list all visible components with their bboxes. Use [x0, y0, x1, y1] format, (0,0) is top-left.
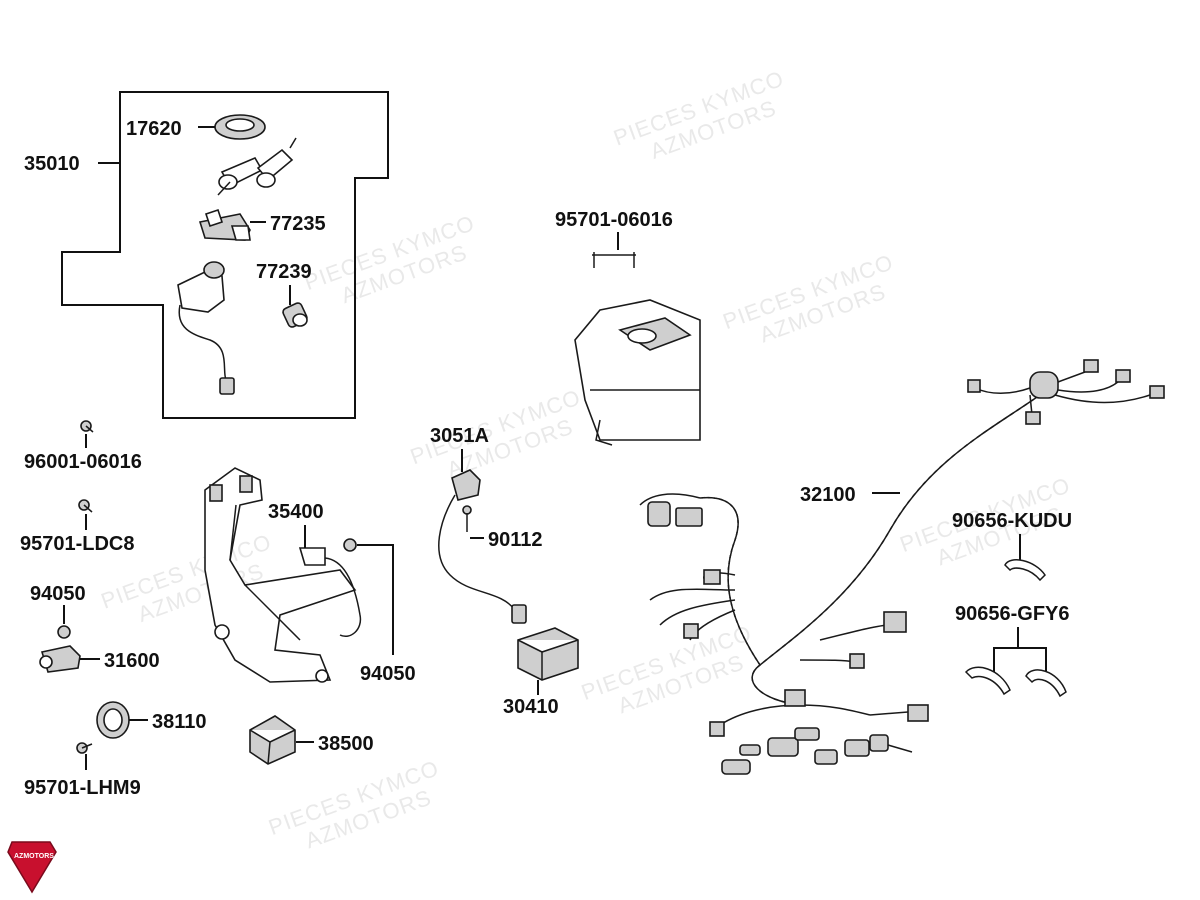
leader-line	[1018, 647, 1047, 672]
bolt-95701-ldc8-part	[78, 499, 93, 513]
part-label-94050-center: 94050	[360, 663, 416, 685]
part-label-95701-ldc8: 95701-LDC8	[20, 533, 135, 555]
leader-line	[357, 544, 394, 655]
bracket-35400-part	[298, 547, 326, 566]
leader-line	[993, 627, 1019, 672]
frame-bracket-part	[204, 467, 357, 683]
lock-bracket-part	[198, 208, 251, 241]
cable-band-gfy6-part	[964, 666, 1011, 696]
wire	[324, 557, 362, 637]
flasher-relay-38500-part	[249, 715, 296, 765]
horn-38110-part	[96, 701, 130, 739]
part-label-38500: 38500	[318, 733, 374, 755]
part-label-95701-lhm9: 95701-LHM9	[24, 777, 141, 799]
bolt-95701-lhm9-part	[76, 742, 93, 754]
seat-lock-cover-inner	[225, 118, 255, 132]
sensor-3051a-part	[438, 469, 527, 624]
nut-94050-center-part	[343, 538, 357, 552]
keys-part	[217, 137, 297, 196]
relay-31600-part	[39, 645, 81, 673]
part-label-94050: 94050	[30, 583, 86, 605]
part-label-77235: 77235	[270, 213, 326, 235]
watermark-group: PIECES KYMCO AZMOTORS PIECES KYMCO AZMOT…	[98, 66, 1074, 854]
azmotors-logo: AZMOTORS	[7, 841, 57, 894]
part-label-90112: 90112	[488, 529, 543, 551]
regulator-30410-part	[517, 627, 579, 681]
logo-text: AZMOTORS	[14, 853, 54, 860]
lock-cylinder-part	[282, 302, 308, 328]
lock-set-outline	[61, 91, 389, 419]
battery-tray-part	[574, 299, 701, 446]
part-label-35400: 35400	[268, 501, 324, 523]
part-label-96001-06016: 96001-06016	[24, 451, 142, 473]
part-label-32100: 32100	[800, 484, 856, 506]
wiring-harness-part	[639, 359, 1165, 775]
part-label-31600: 31600	[104, 650, 160, 672]
part-label-77239: 77239	[256, 261, 312, 283]
part-label-35010: 35010	[24, 153, 80, 175]
part-label-90656-kudu: 90656-KUDU	[952, 510, 1072, 532]
part-label-30410: 30410	[503, 696, 559, 718]
part-label-3051a: 3051A	[430, 425, 489, 447]
part-label-17620: 17620	[126, 118, 182, 140]
bolt-96001-part	[80, 420, 94, 433]
part-label-38110: 38110	[152, 711, 207, 733]
screw-90112-part	[462, 505, 472, 532]
part-label-90656-gfy6: 90656-GFY6	[955, 603, 1070, 625]
nut-94050-part	[57, 625, 71, 639]
part-label-95701-06016: 95701-06016	[555, 209, 673, 231]
cable-band-kudu-part	[1004, 559, 1046, 582]
ignition-switch-part	[177, 261, 235, 395]
cable-band-gfy6-part	[1025, 669, 1067, 698]
bolt-pair-part	[592, 252, 636, 268]
